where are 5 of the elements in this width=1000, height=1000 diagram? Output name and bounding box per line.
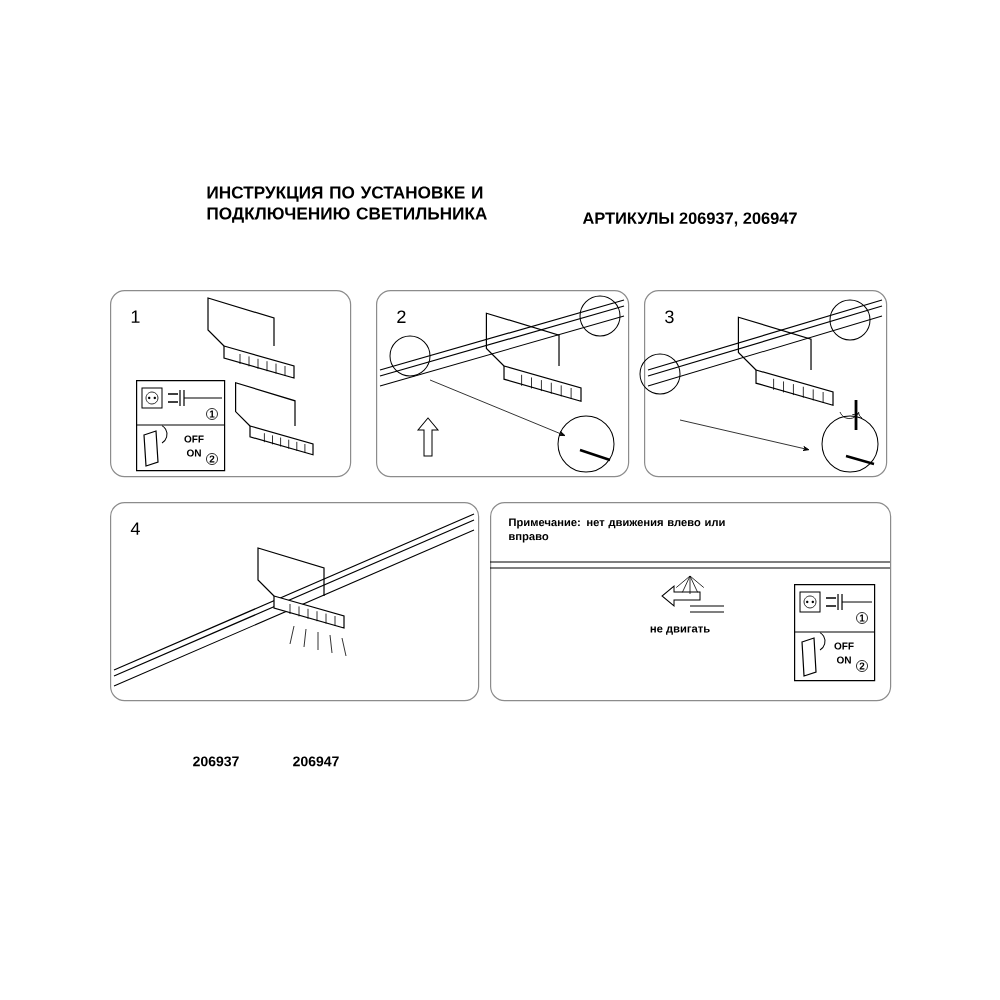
article-numbers: АРТИКУЛЫ 206937, 206947 — [582, 212, 797, 227]
title: ИНСТРУКЦИЯ ПО УСТАНОВКЕ И ПОДКЛЮЧЕНИЮ СВЕТИЛЬНИКА — [207, 186, 487, 223]
step-panel: 3 — [644, 290, 888, 478]
step-panel: 2 — [376, 290, 630, 478]
step-panel: 4 — [110, 502, 480, 702]
